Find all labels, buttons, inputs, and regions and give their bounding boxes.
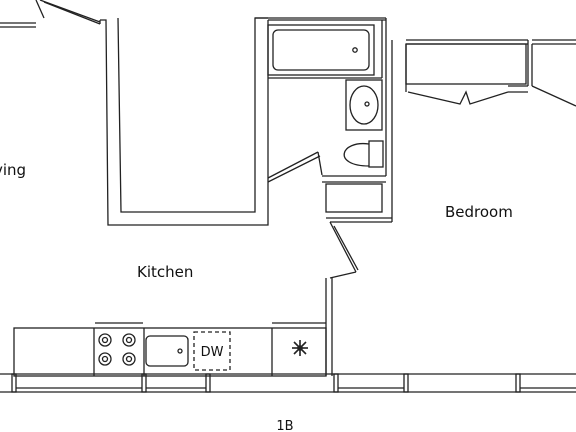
- window: [515, 373, 521, 393]
- dishwasher: DW: [193, 331, 231, 371]
- kitchen-north-wall: [99, 17, 386, 226]
- toilet: [343, 140, 384, 168]
- kitchen-label: Kitchen: [137, 263, 193, 281]
- burner-icon: [98, 333, 112, 347]
- dishwasher-label: DW: [201, 345, 224, 360]
- window: [141, 373, 147, 393]
- bathroom: [267, 18, 392, 219]
- bathroom-sink: [345, 79, 383, 131]
- burner-icon: [98, 352, 112, 366]
- living-room-label: ving: [0, 161, 26, 179]
- unit-label: 1B: [276, 419, 293, 432]
- kitchen-counter: [13, 322, 327, 377]
- living-entry-door: [0, 0, 101, 28]
- bathtub: [267, 24, 375, 76]
- bedroom-label: Bedroom: [445, 203, 513, 221]
- stove: [98, 333, 136, 366]
- snowflake-icon: [292, 340, 308, 356]
- bedroom-west-wall: [325, 39, 576, 376]
- window: [11, 373, 17, 393]
- window: [205, 373, 211, 393]
- window: [403, 373, 409, 393]
- window: [333, 373, 339, 393]
- burner-icon: [122, 352, 136, 366]
- exterior-wall: [0, 373, 576, 393]
- kitchen-sink: [145, 335, 189, 367]
- burner-icon: [122, 333, 136, 347]
